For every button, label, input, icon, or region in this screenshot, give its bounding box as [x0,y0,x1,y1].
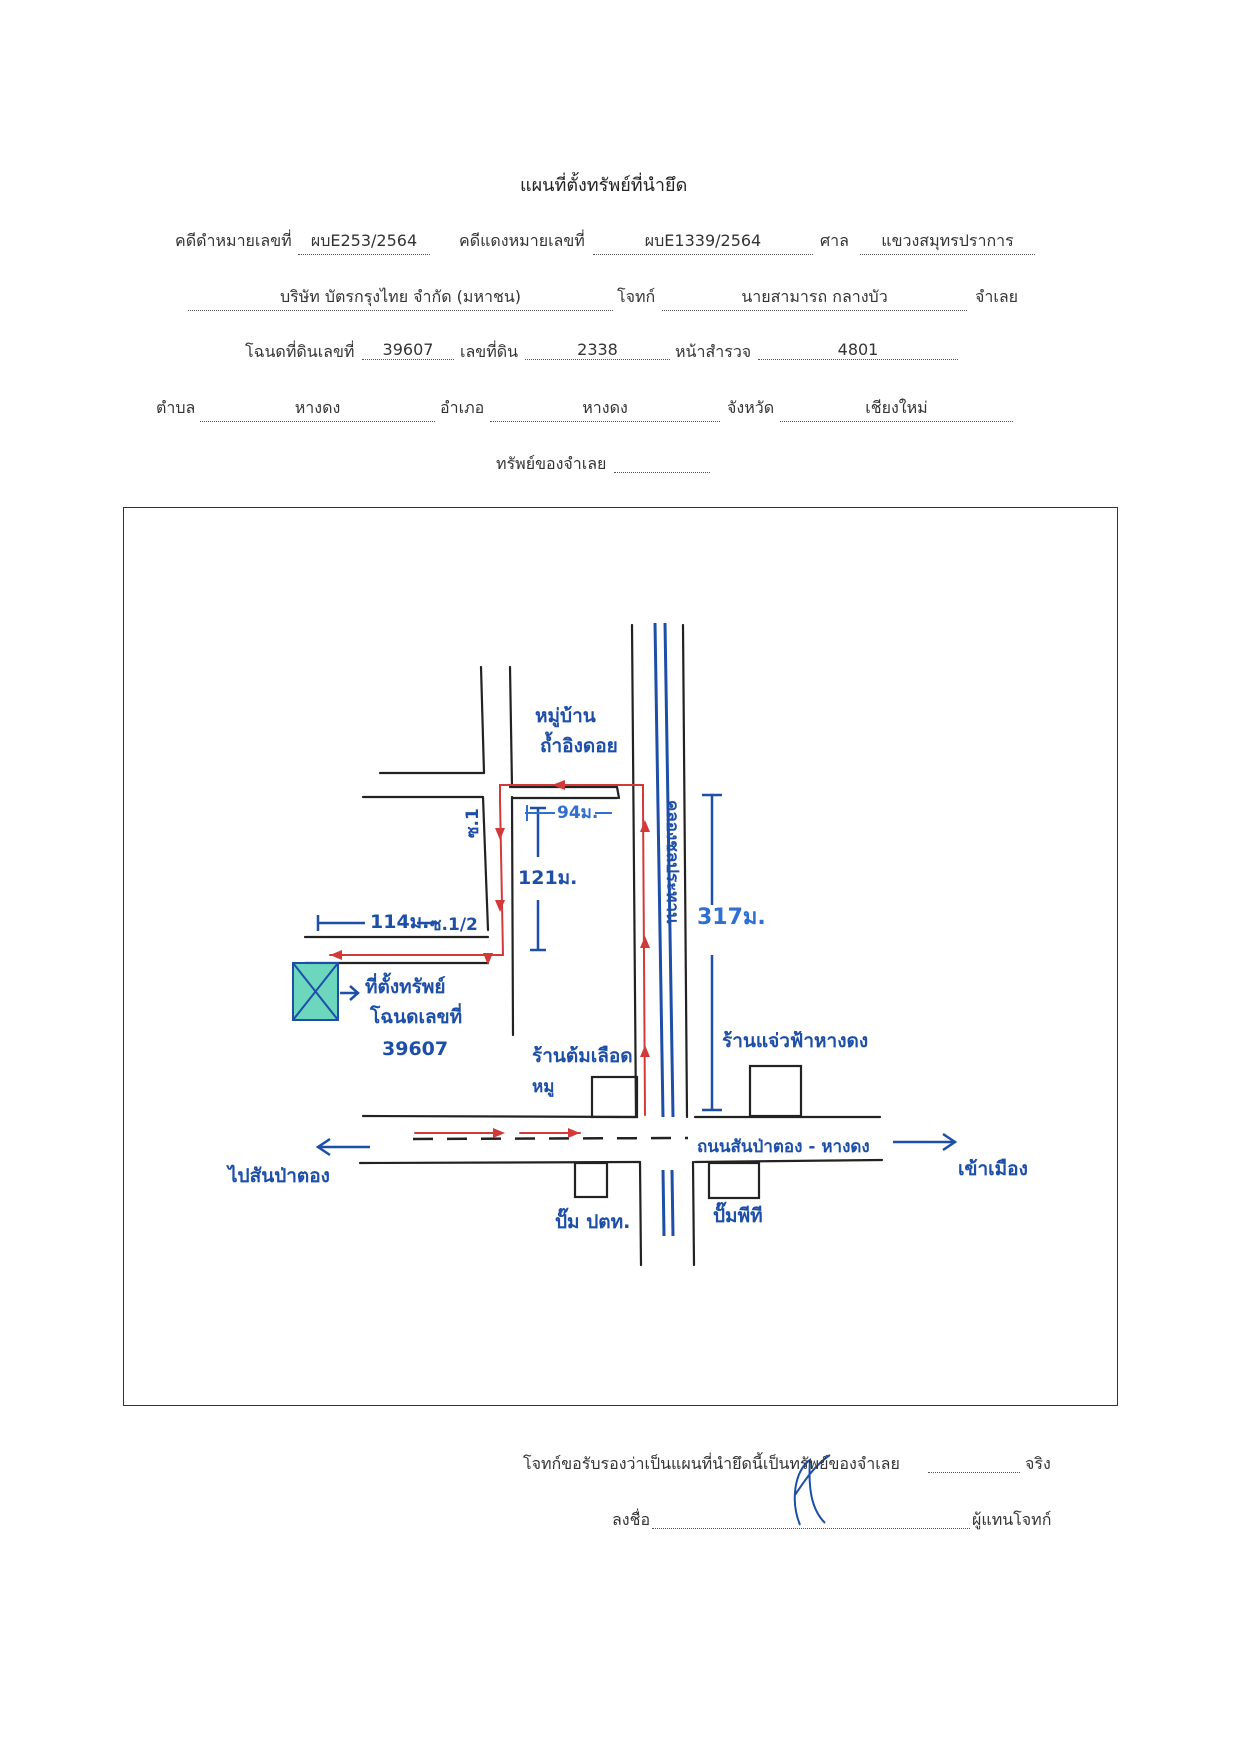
highway-north-edge-west [361,1114,638,1119]
soi-1-label: ซ.1 [463,808,483,838]
signature [793,1454,831,1526]
village-label: หมู่บ้าน [535,705,596,728]
shop-right-label: ร้านแจ่วฟ้าหางดง [722,1030,868,1052]
to-right-label: เข้าเมือง [958,1158,1028,1180]
pt-pump-label: ปั๊มพีที [713,1201,763,1227]
red-case-number: ผบE1339/2564 [593,229,813,255]
soi1-right-edge [508,665,514,789]
deed-number: 39607 [362,340,454,360]
land-number: 2338 [525,340,670,360]
court-label: ศาล [820,231,849,250]
south-road-right-edge [691,1160,696,1267]
property-label-3: 39607 [382,1038,448,1060]
survey-label: หน้าสำรวจ [675,342,752,361]
highway-center-line [412,1136,689,1141]
land-number-label: เลขที่ดิน [460,342,519,361]
ptt-pump-label: ปั๊ม ปตท. [555,1207,630,1233]
red-case-label: คดีแดงหมายเลขที่ [459,231,585,250]
south-road-left-edge [638,1160,643,1267]
canal-south-left [661,1169,666,1237]
distance-114m: 114ม. [370,911,429,933]
pork-soup-shop-building [590,1075,639,1119]
to-left-label: ไปสันป่าตอง [226,1164,330,1187]
subdistrict-label: ตำบล [156,398,196,417]
black-case-number: ผบE253/2564 [298,229,430,255]
shop-left-label-2: หมู [532,1077,554,1098]
route-up-main-road [642,801,646,1116]
property-label-2: โฉนดเลขที่ [369,1003,462,1028]
main-road-left-edge [630,623,638,1119]
distance-317m: 317ม. [697,905,766,930]
map-frame [123,507,1118,1406]
property-label-1: ที่ตั้งทรัพย์ [365,972,446,998]
canal-line-left [653,622,665,1118]
province: เชียงใหม่ [780,396,1013,422]
district-label: อำเภอ [440,398,485,417]
canal-label: คลองชลประทาน [662,800,682,924]
certify-blank [928,1452,1020,1473]
sign-label: ลงชื่อ [612,1510,651,1529]
sign-role: ผู้แทนโจทก์ [972,1510,1052,1529]
page-title: แผนที่ตั้งทรัพย์ที่นำยึด [520,175,688,196]
deed-label: โฉนดที่ดินเลขที่ [245,342,355,361]
certify-end: จริง [1025,1454,1051,1473]
canal-south-right [670,1169,675,1237]
owner-blank [614,452,710,473]
route-down-soi1 [499,799,504,956]
district: หางดง [490,396,720,422]
soi1-left-edge-lower [481,795,490,932]
court-name: แขวงสมุทรปราการ [860,229,1035,255]
certify-text: โจทก์ขอรับรองว่าเป็นแผนที่นำยึดนี้เป็นทร… [523,1454,900,1473]
jaew-shop-building [748,1064,803,1118]
signature-line [652,1508,970,1529]
black-case-label: คดีดำหมายเลขที่ [175,231,292,250]
soi1-right-edge-lower [510,795,515,1037]
pt-pump-building [707,1161,761,1200]
main-road-right-edge [681,623,689,1119]
soi-1-2-label: ซ.1/2 [430,915,478,935]
distance-121m: 121ม. [518,867,577,889]
ptt-pump-building [573,1161,609,1199]
shop-left-label-1: ร้านต้มเลือด [532,1045,633,1067]
village-name-label: ถ้ำอิงดอย [540,731,618,757]
defendant-name: นายสามารถ กลางบัว [662,285,967,311]
distance-94m: 94ม. [557,803,598,823]
highway-south-edge-east [693,1158,884,1164]
plaintiff-label: โจทก์ [617,287,656,306]
province-label: จังหวัด [727,398,775,417]
defendant-label: จำเลย [975,287,1019,306]
plaintiff-name: บริษัท บัตรกรุงไทย จำกัด (มหาชน) [188,285,613,311]
soi1-left-edge-upper [479,665,486,775]
route-across-lane [499,784,644,803]
road-name-label: ถนนสันป่าตอง - หางดง [697,1137,870,1157]
canal-line-right [663,622,675,1118]
subdistrict: หางดง [200,396,435,422]
survey-number: 4801 [758,340,958,360]
owner-label: ทรัพย์ของจำเลย [496,454,607,473]
